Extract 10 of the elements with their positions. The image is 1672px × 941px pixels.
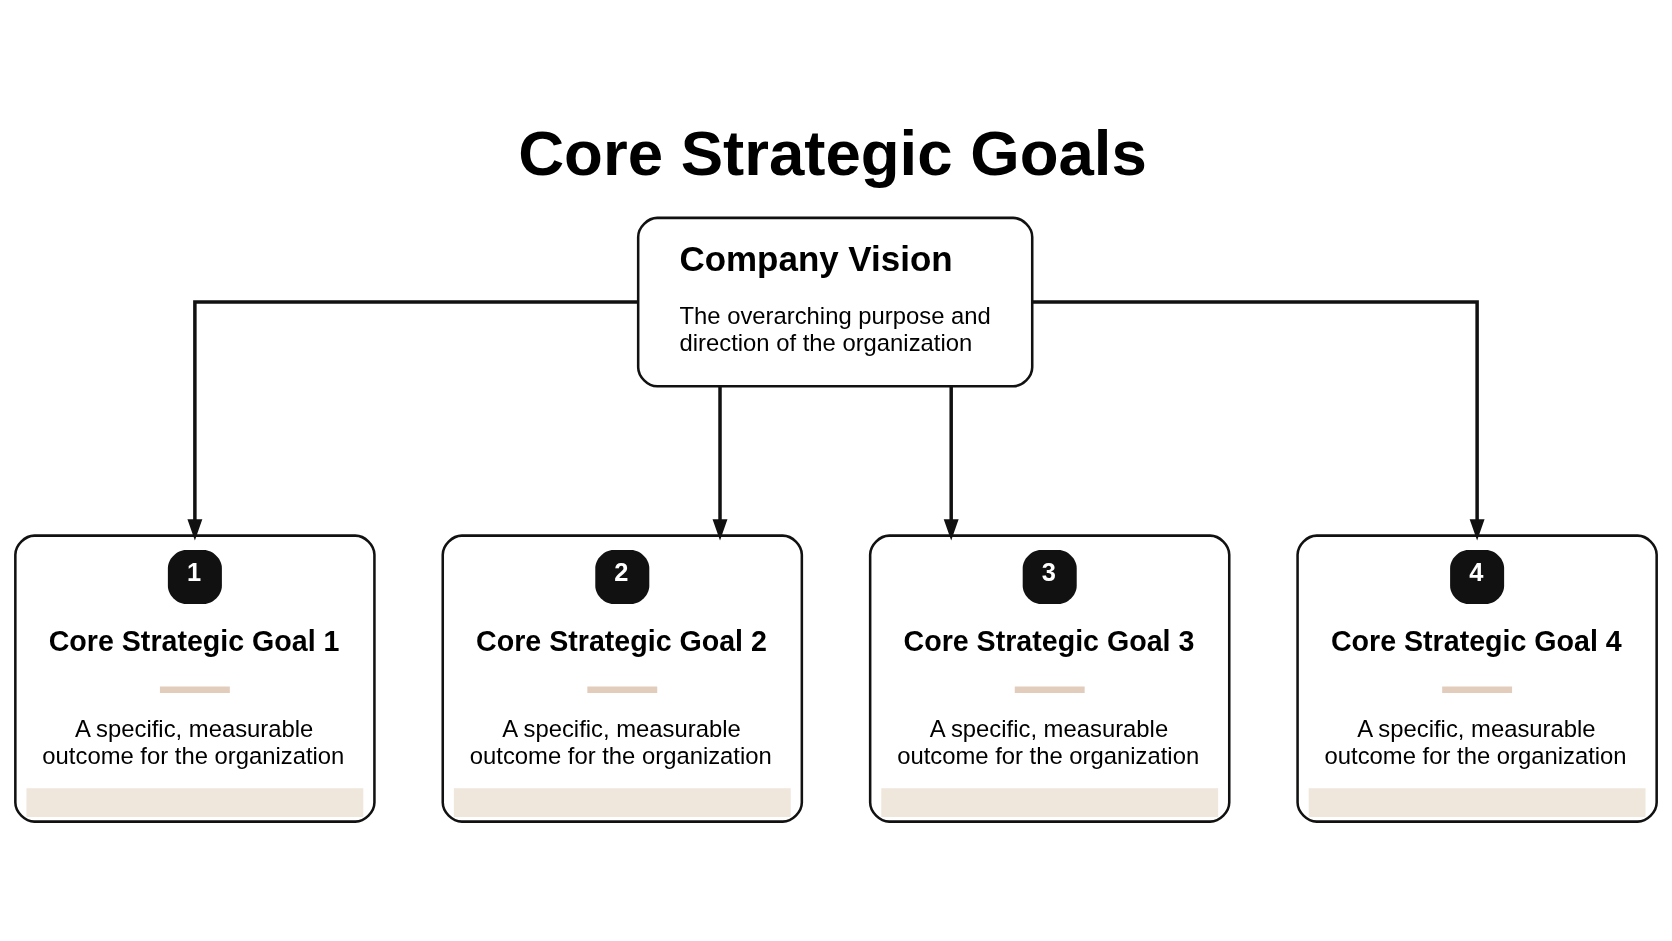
arrow [943,386,959,541]
node-box: 2 Core Strategic Goal 2 A specific, measurable outcome for the organization [441,534,804,823]
node-box: 3 Core Strategic Goal 3 A specific, measurable outcome for the organization [868,534,1231,823]
node-box: Company Vision The overarching purpose and direction of the organization [636,216,1034,388]
arrow [712,386,728,541]
diagram-title: Core Strategic Goals [518,116,1147,188]
arrow [1032,300,1485,541]
arrow [187,300,638,541]
node-box: 4 Core Strategic Goal 4 A specific, measurable outcome for the organization [1296,534,1658,823]
node-box: 1 Core Strategic Goal 1 A specific, measurable outcome for the organization [14,534,376,823]
